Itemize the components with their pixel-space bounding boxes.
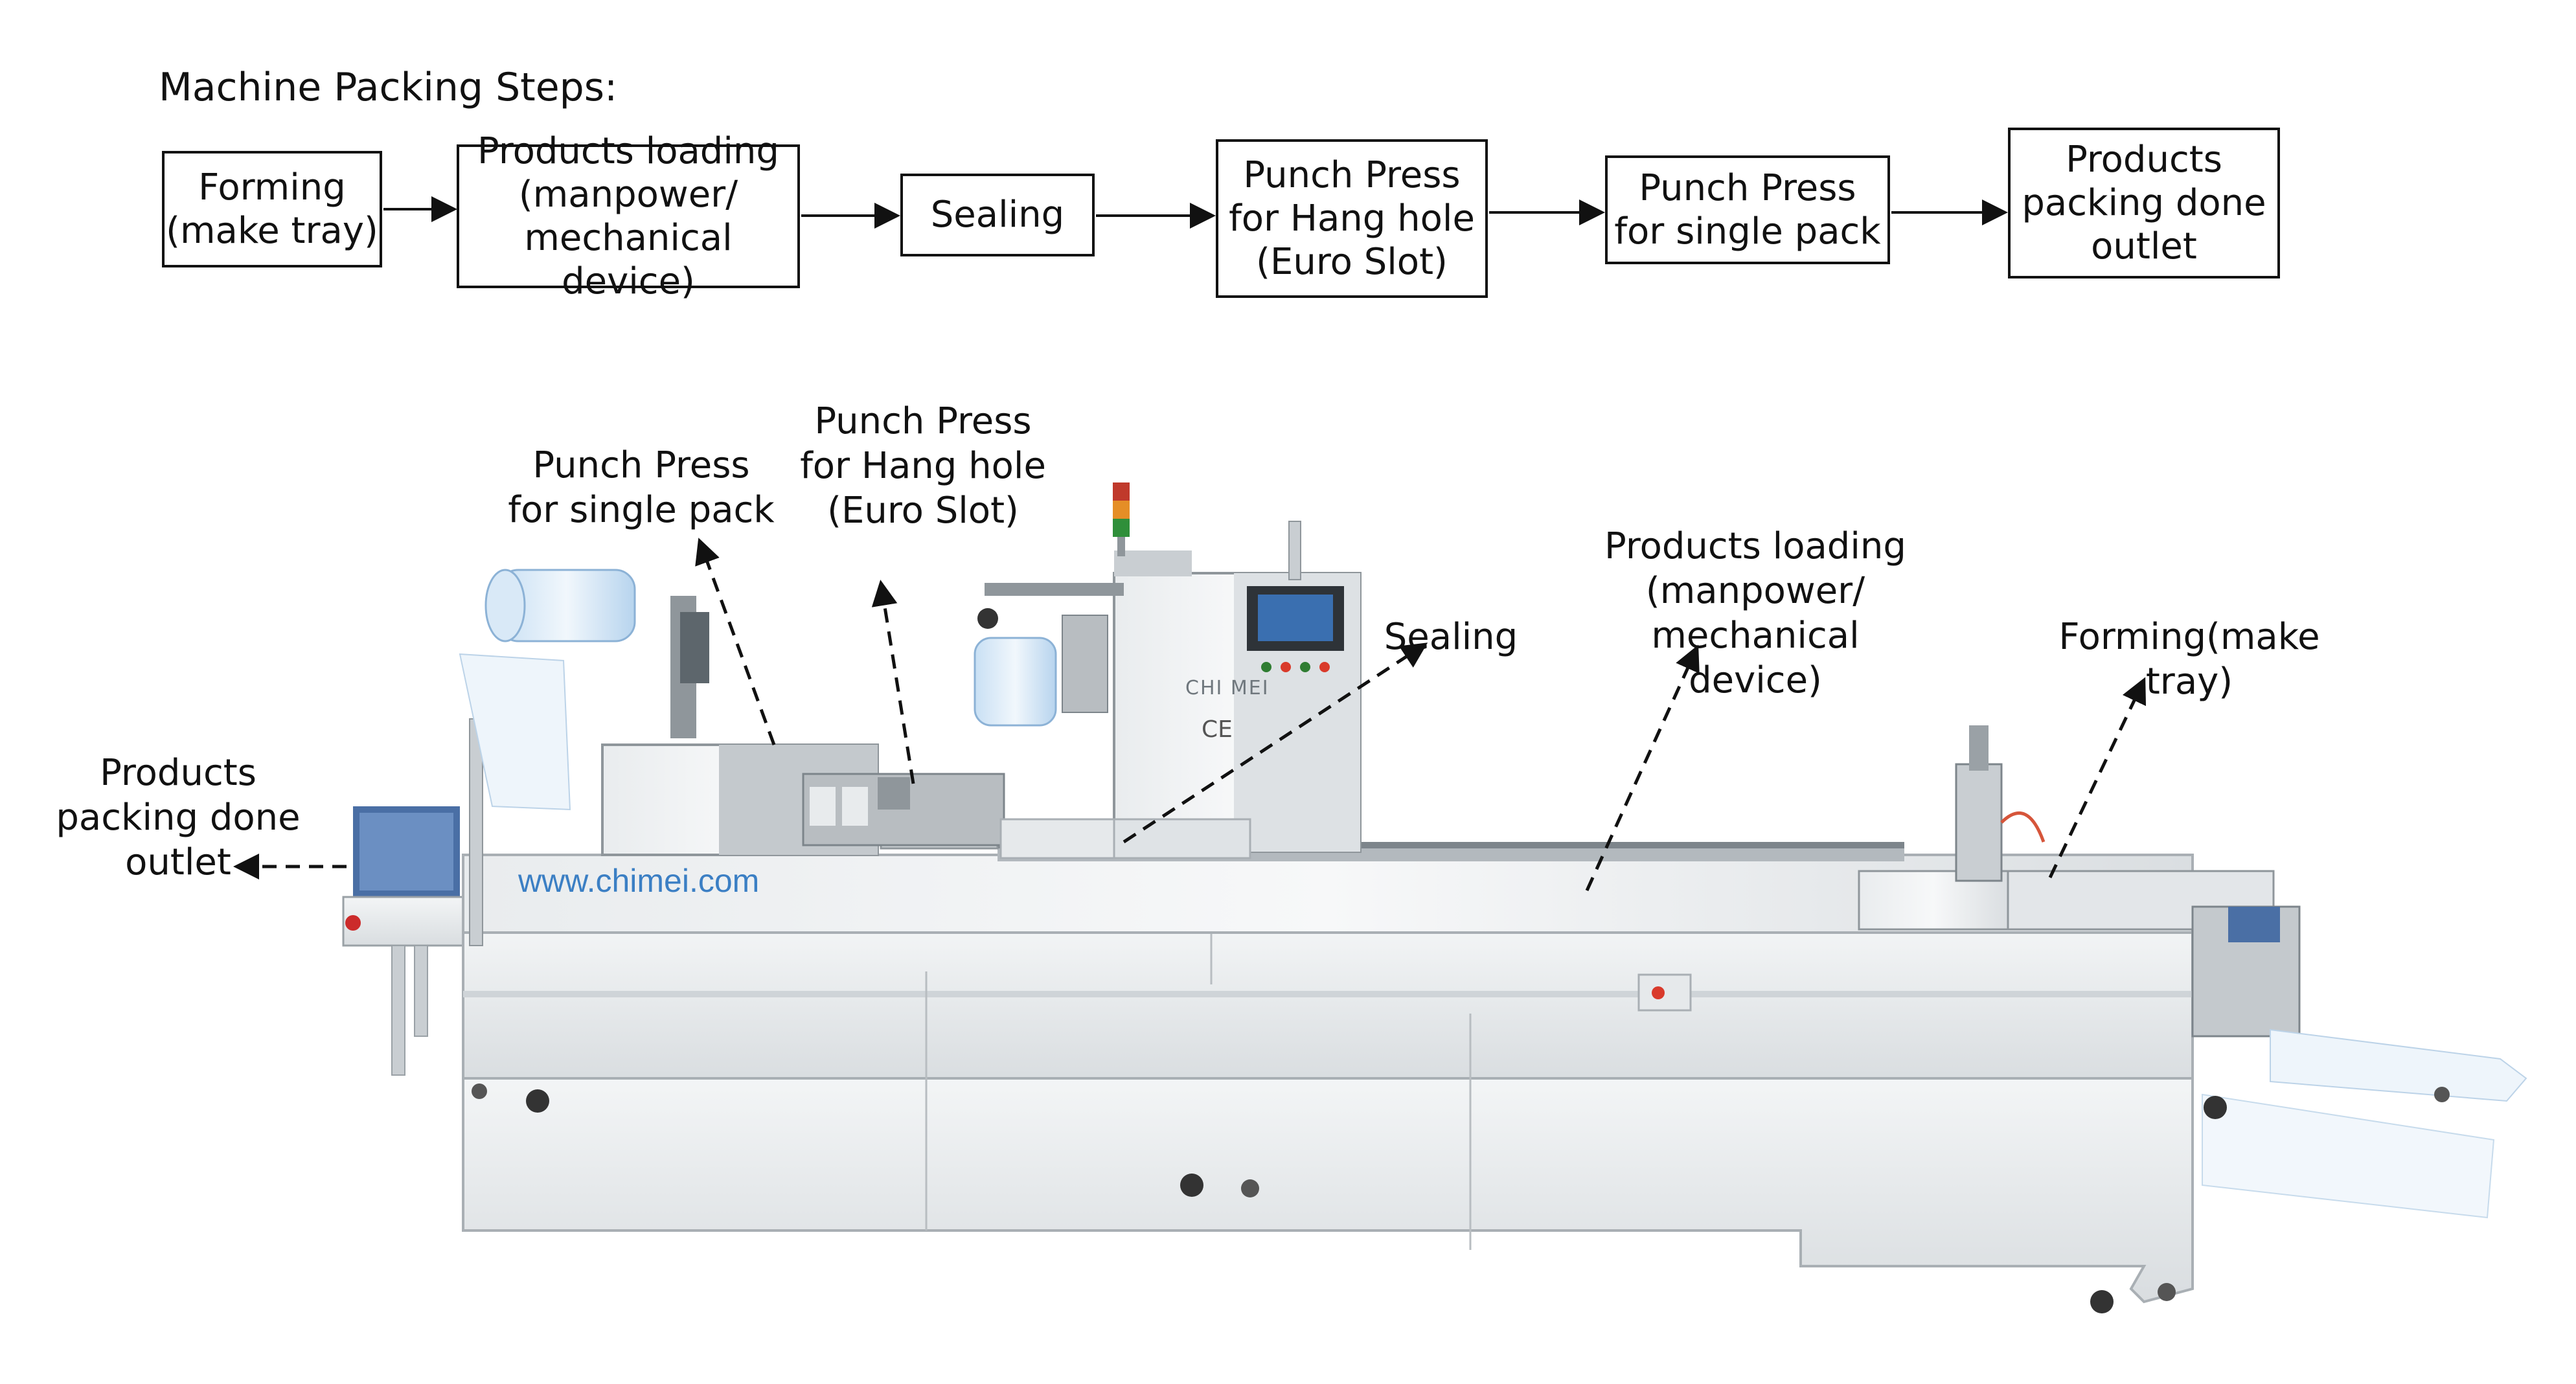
website-text: www.chimei.com xyxy=(518,863,760,899)
label-sealing: Sealing xyxy=(1384,616,1518,658)
outlet-conveyor xyxy=(342,806,471,1076)
machine-base xyxy=(462,894,2194,1313)
sealing-station xyxy=(999,818,1251,859)
label-punch-single-pack: Punch Press for single pack xyxy=(508,444,775,531)
step-forming-box: Forming (make tray) xyxy=(162,151,382,267)
ce-mark: CE xyxy=(1202,716,1233,743)
flow-arrows xyxy=(383,196,2008,229)
label-forming: Forming(make tray) xyxy=(2058,616,2320,703)
punch-press-hang-hole xyxy=(802,773,1005,846)
film-infeed-right xyxy=(2191,905,2527,1219)
label-outlet: Products packing done outlet xyxy=(56,752,301,883)
control-tower xyxy=(1113,482,1362,853)
label-punch-hang-hole: Punch Press for Hang hole (Euro Slot) xyxy=(800,400,1046,532)
step-sealing-box: Sealing xyxy=(900,174,1095,256)
annotation-arrows xyxy=(233,538,2147,892)
brand-logo-text: CHI MEI xyxy=(1185,677,1270,699)
film-roll-sealing xyxy=(974,583,1124,727)
step-single-pack-box: Punch Press for single pack xyxy=(1605,155,1890,264)
step-outlet-box: Products packing done outlet xyxy=(2008,128,2280,278)
diagram-title: Machine Packing Steps: xyxy=(159,65,618,110)
label-loading: Products loading (manpower/ mechanical d… xyxy=(1604,525,1906,701)
film-roll-left xyxy=(459,569,709,946)
step-hang-hole-box: Punch Press for Hang hole (Euro Slot) xyxy=(1216,139,1488,298)
forming-station xyxy=(1858,725,2275,931)
